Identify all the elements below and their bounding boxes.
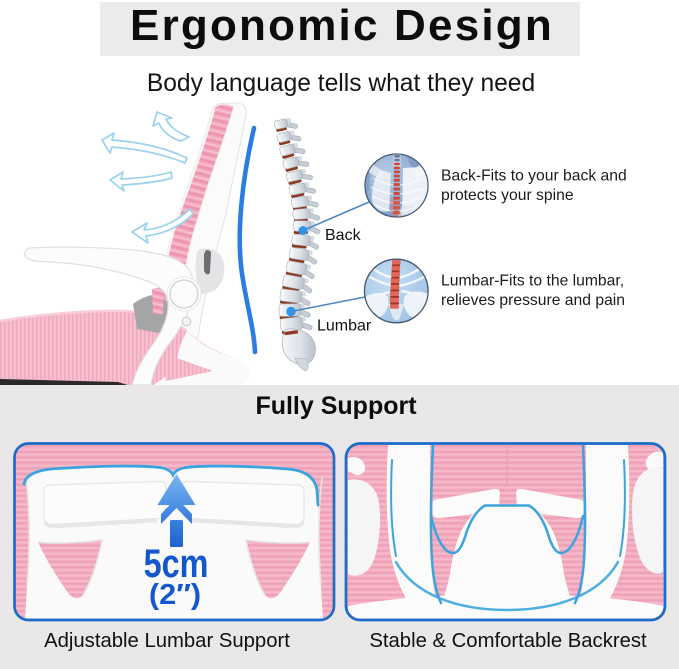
svg-text:Body language tells what they: Body language tells what they need bbox=[147, 70, 535, 97]
svg-text:5cm: 5cm bbox=[144, 541, 209, 586]
svg-text:Stable & Comfortable Backrest: Stable & Comfortable Backrest bbox=[369, 630, 647, 652]
svg-text:(2″): (2″) bbox=[149, 579, 201, 611]
svg-text:protects your spine: protects your spine bbox=[441, 187, 574, 204]
svg-text:Fully Support: Fully Support bbox=[255, 392, 417, 420]
svg-text:Lumbar-Fits to the lumbar,: Lumbar-Fits to the lumbar, bbox=[441, 272, 624, 289]
svg-text:Ergonomic Design: Ergonomic Design bbox=[130, 1, 554, 50]
svg-text:Back: Back bbox=[325, 227, 362, 244]
svg-text:Back-Fits to your back and: Back-Fits to your back and bbox=[441, 167, 627, 184]
svg-text:Adjustable Lumbar Support: Adjustable Lumbar Support bbox=[44, 630, 290, 652]
svg-text:Lumbar: Lumbar bbox=[317, 318, 372, 335]
svg-text:relieves pressure and pain: relieves pressure and pain bbox=[441, 292, 625, 309]
